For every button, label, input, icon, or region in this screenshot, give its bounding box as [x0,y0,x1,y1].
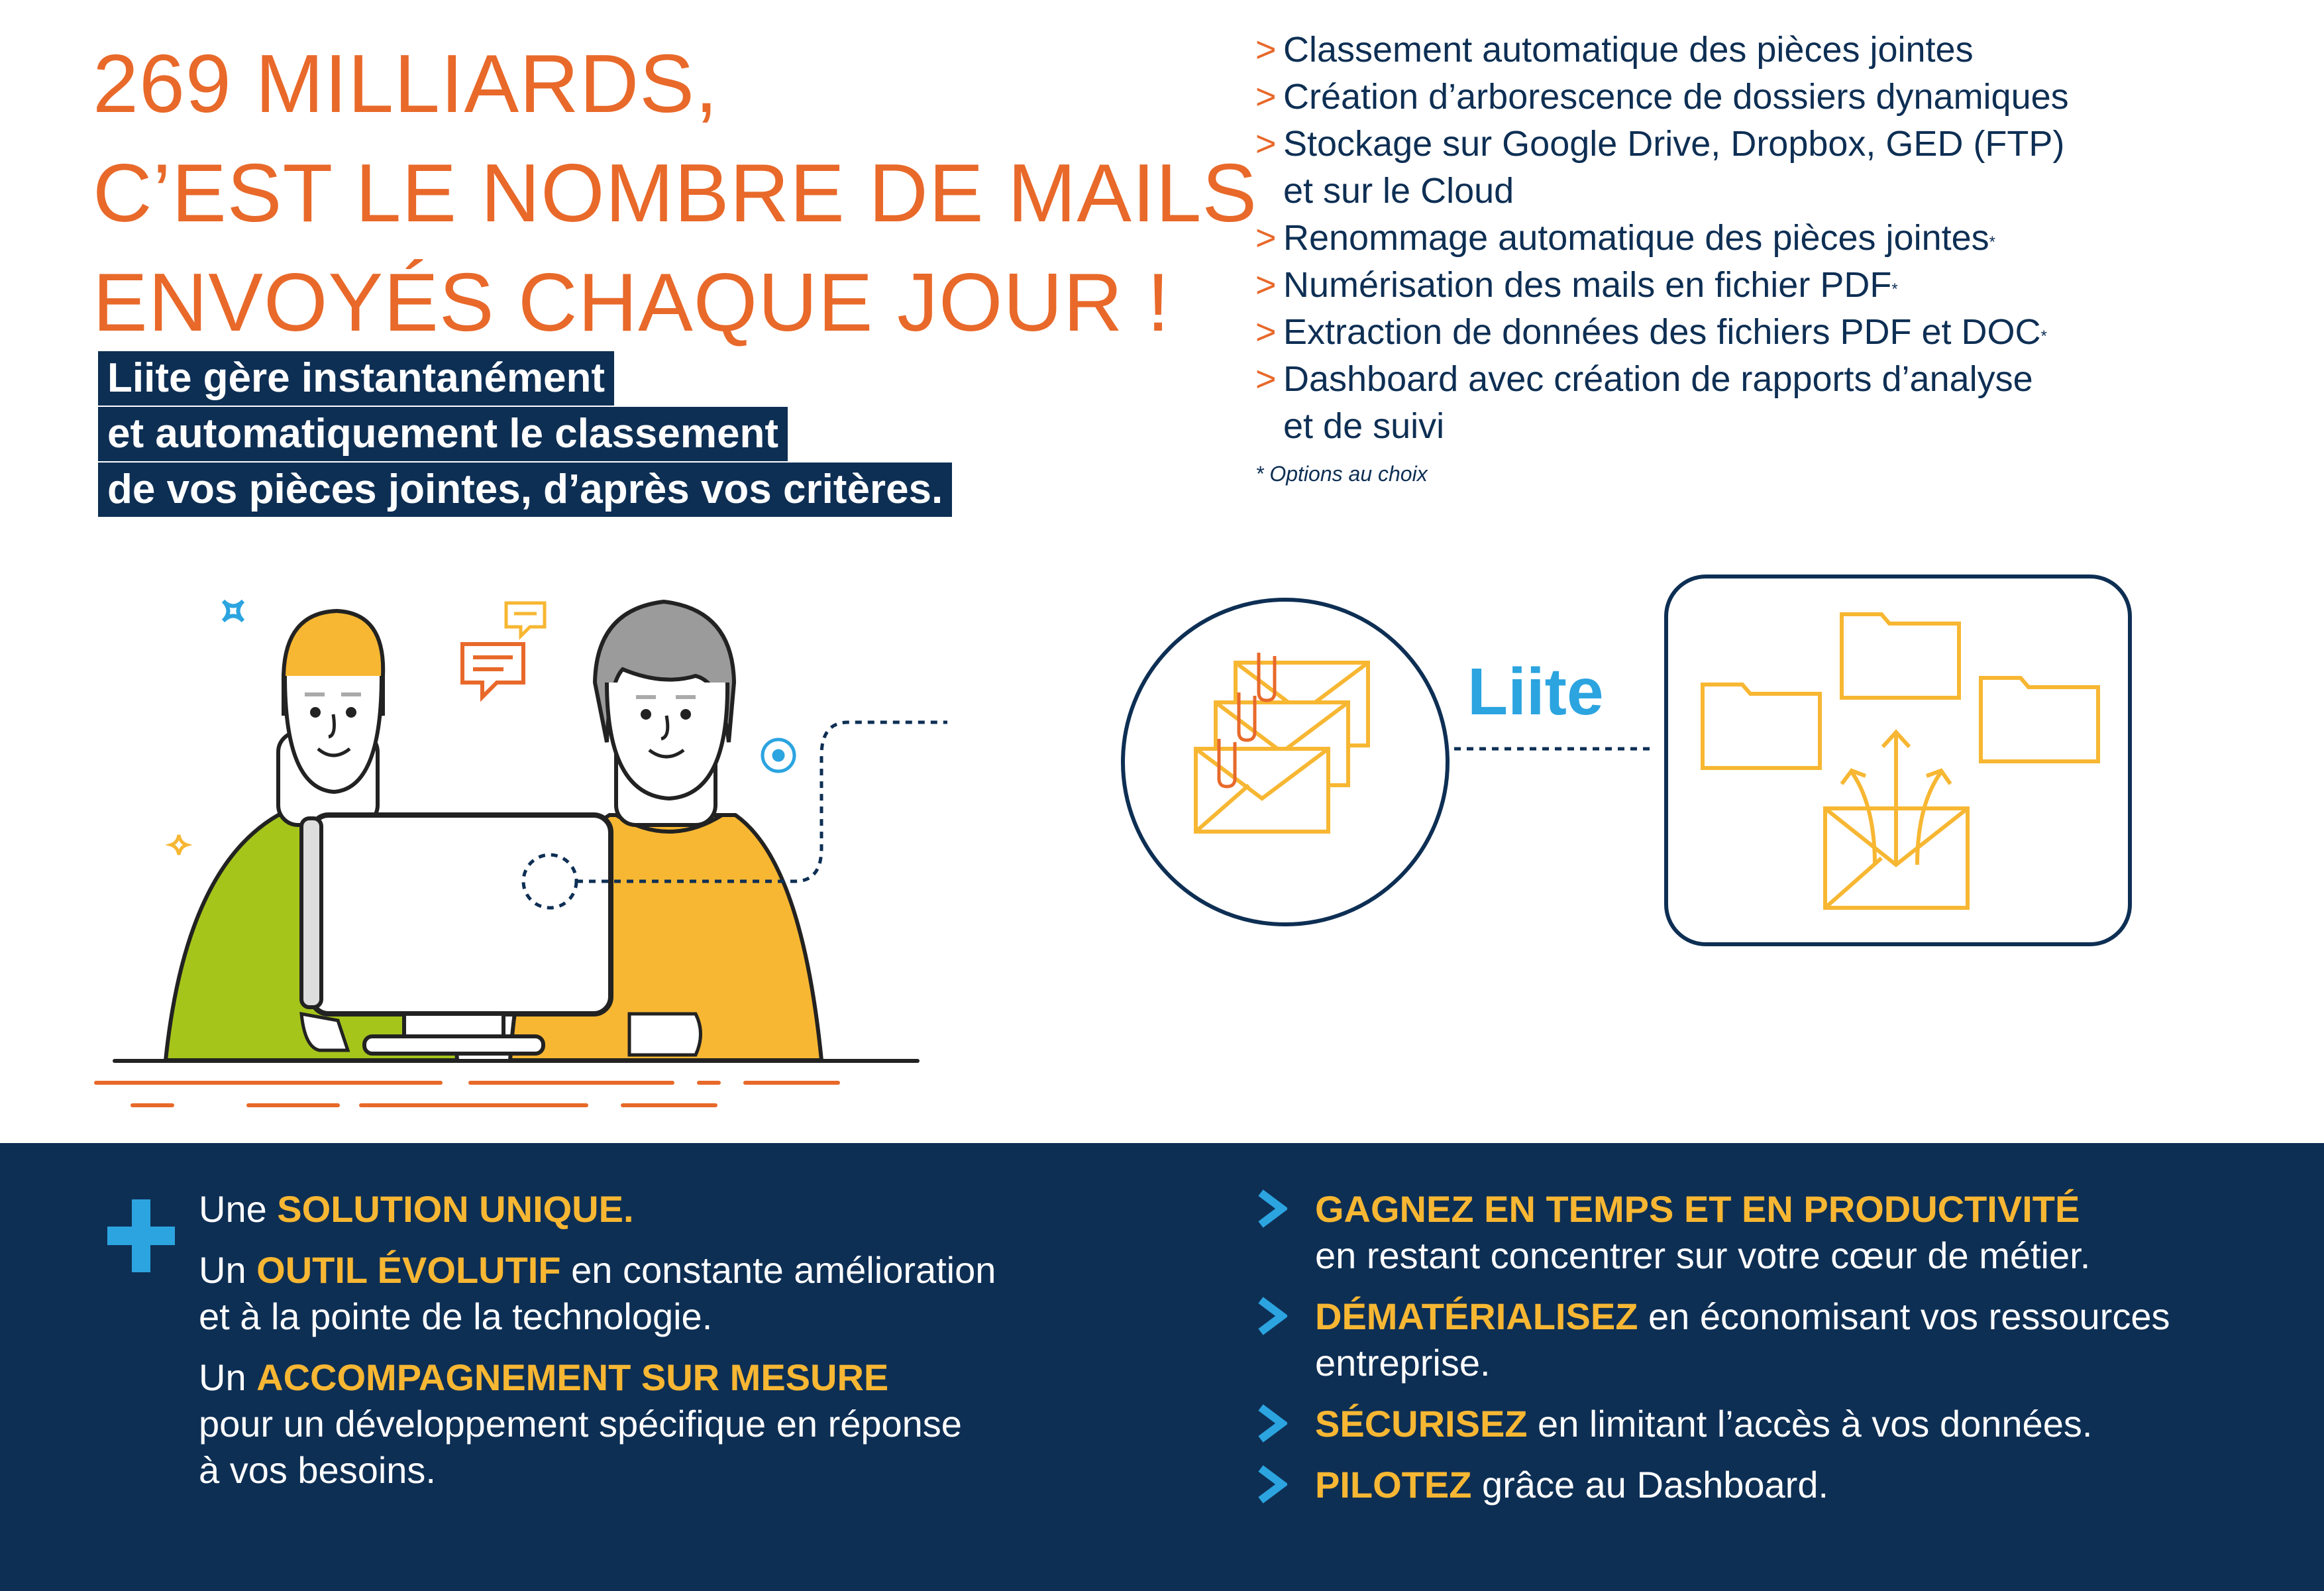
option-star: * [1891,280,1898,298]
chevron-right-icon: > [1255,312,1277,352]
chevron-right-icon [1255,1463,1287,1506]
computer-monitor [309,812,613,1016]
feature-item: > Numérisation des mails en fichier PDF* [1255,262,2289,309]
plus-icon [107,1199,175,1272]
tagline-line-1: Liite gère instantanément [98,351,615,406]
paperclip-icon [1217,653,1277,789]
chevron-right-icon: > [1255,265,1277,305]
folders-box [1664,575,2132,946]
chevron-right-icon [1255,1295,1287,1337]
chevron-right-icon [1255,1402,1287,1445]
chat-bubble-icon [460,642,525,702]
bottom-panel [0,1143,2324,1591]
chevron-right-icon: > [1255,77,1277,117]
benefit-item: Un ACCOMPAGNEMENT SUR MESURE pour un dév… [199,1356,962,1491]
features-list: > Classement automatique des pièces join… [1255,27,2289,486]
benefits-left: Une SOLUTION UNIQUE. Un OUTIL ÉVOLUTIF e… [199,1186,1126,1508]
feature-item: > Création d’arborescence de dossiers dy… [1255,74,2289,121]
open-envelope-icon [1823,729,1970,910]
headline-line-3: ENVOYÉS CHAQUE JOUR ! [93,257,1171,349]
chevron-right-icon: > [1255,218,1277,258]
logo-icon: Liite [1467,655,1604,729]
chevron-right-icon [1255,1187,1287,1230]
chevron-right-icon: > [1255,30,1277,70]
option-star: * [2040,327,2047,345]
headline-line-1: 269 MILLIARDS, [93,38,719,130]
feature-item: > Stockage sur Google Drive, Dropbox, GE… [1255,121,2289,215]
feature-item: > Classement automatique des pièces join… [1255,27,2289,74]
benefit-item: SÉCURISEZ en limitant l’accès à vos donn… [1255,1401,2302,1447]
headline: 269 MILLIARDS, C’EST LE NOMBRE DE MAILS … [93,30,1258,358]
sparkle-icon [165,834,193,855]
liite-logo: Liite [1467,655,1633,732]
benefits-right: GAGNEZ EN TEMPS ET EN PRODUCTIVITÉ en re… [1255,1186,2302,1523]
feature-item: > Dashboard avec création de rapports d’… [1255,356,2289,450]
benefit-item: DÉMATÉRIALISEZ en économisant vos ressou… [1255,1293,2302,1386]
option-star: * [1989,233,1995,251]
sparkle-icon [221,599,245,623]
target-icon [761,738,796,773]
floor-dashes [94,1081,840,1107]
benefit-item: PILOTEZ grâce au Dashboard. [1255,1462,2302,1508]
connector-line [1454,747,1653,751]
benefit-item: GAGNEZ EN TEMPS ET EN PRODUCTIVITÉ en re… [1255,1186,2302,1279]
tagline-line-3: de vos pièces jointes, d’après vos critè… [98,463,953,517]
svg-text:Liite: Liite [1467,656,1604,729]
tagline: Liite gère instantanément et automatique… [98,351,953,518]
folder-icon [1701,612,2100,770]
benefit-item: Une SOLUTION UNIQUE. [199,1188,634,1230]
headline-line-2: C’EST LE NOMBRE DE MAILS [93,148,1258,239]
feature-item: > Renommage automatique des pièces joint… [1255,215,2289,262]
options-note: * Options au choix [1255,462,1428,486]
people-at-computer-illustration [163,599,947,1062]
envelopes-circle [1121,598,1450,926]
tagline-line-2: et automatiquement le classement [98,407,788,461]
chat-bubble-icon [504,601,547,641]
chevron-right-icon: > [1255,359,1277,399]
desk-line [113,1059,920,1063]
benefit-item: Un OUTIL ÉVOLUTIF en constante améliorat… [199,1249,996,1337]
chevron-right-icon: > [1255,124,1277,164]
feature-item: > Extraction de données des fichiers PDF… [1255,309,2289,356]
